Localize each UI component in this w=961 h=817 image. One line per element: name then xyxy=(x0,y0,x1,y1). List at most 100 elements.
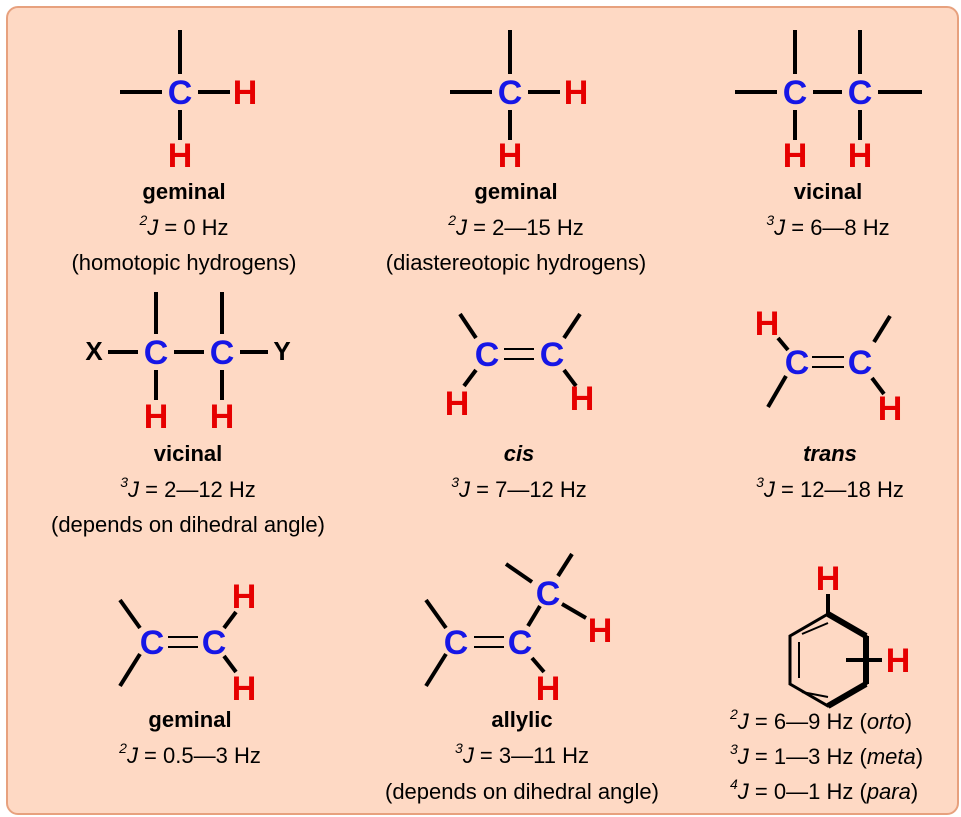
y-substituent: Y xyxy=(273,336,290,366)
coupling-constant: 2J = 0 Hz xyxy=(138,212,228,240)
hydrogen-atom: H xyxy=(570,380,595,418)
coupling-constant: 3J = 7—12 Hz xyxy=(451,474,587,502)
coupling-constant: 2J = 2—15 Hz xyxy=(447,212,584,240)
x-substituent: X xyxy=(85,336,103,366)
bond xyxy=(870,376,886,396)
bond xyxy=(526,604,542,628)
hydrogen-atom: H xyxy=(232,670,257,708)
hydrogen-atom: H xyxy=(848,137,873,175)
bond xyxy=(424,652,448,688)
structure-vicinal-xy: X Y C C H H xyxy=(85,292,291,436)
coupling-constant: 3J = 3—11 Hz xyxy=(455,740,589,768)
carbon-atom: C xyxy=(168,74,193,112)
bond xyxy=(118,652,142,688)
bond xyxy=(222,654,238,674)
coupling-note: (depends on dihedral angle) xyxy=(385,779,659,804)
hydrogen-atom: H xyxy=(232,578,257,616)
carbon-atom: C xyxy=(540,336,565,374)
carbon-atom: C xyxy=(210,334,235,372)
carbon-atom: C xyxy=(848,74,873,112)
bond xyxy=(562,312,582,340)
hydrogen-atom: H xyxy=(536,670,561,708)
hydrogen-atom: H xyxy=(878,390,903,428)
hydrogen-atom: H xyxy=(588,612,613,650)
coupling-type: trans xyxy=(803,441,857,466)
coupling-constant-meta: 3J = 1—3 Hz (meta) xyxy=(730,741,923,769)
hydrogen-atom: H xyxy=(445,385,470,423)
hydrogen-atom: H xyxy=(144,398,169,436)
coupling-type: vicinal xyxy=(794,179,862,204)
hydrogen-atom: H xyxy=(816,560,841,598)
structure-benzene: H H xyxy=(788,560,911,709)
coupling-constant: 2J = 0.5—3 Hz xyxy=(118,740,261,768)
coupling-constants-diagram: C H H C H H C C H H X Y C C xyxy=(51,30,923,804)
coupling-note: (diastereotopic hydrogens) xyxy=(386,250,646,275)
structure-trans-alkene: H C C H xyxy=(755,305,903,428)
carbon-atom: C xyxy=(140,624,165,662)
coupling-constant: 3J = 6—8 Hz xyxy=(766,212,889,240)
coupling-note: (depends on dihedral angle) xyxy=(51,512,325,537)
bond xyxy=(222,610,238,630)
carbon-atom: C xyxy=(498,74,523,112)
hydrogen-atom: H xyxy=(210,398,235,436)
bond xyxy=(556,552,574,578)
hydrogen-atom: H xyxy=(755,305,780,343)
structure-cis-alkene: C C H H xyxy=(445,312,595,423)
label-entry-4: vicinal 3J = 2—12 Hz (depends on dihedra… xyxy=(51,441,325,537)
label-entry-3: vicinal 3J = 6—8 Hz xyxy=(766,179,889,240)
label-entry-8: allylic 3J = 3—11 Hz (depends on dihedra… xyxy=(385,707,659,804)
hydrogen-atom: H xyxy=(233,74,258,112)
label-entry-1: geminal 2J = 0 Hz (homotopic hydrogens) xyxy=(71,179,296,275)
coupling-type: geminal xyxy=(148,707,231,732)
coupling-constant: 3J = 2—12 Hz xyxy=(120,474,256,502)
coupling-type: cis xyxy=(504,441,535,466)
bond xyxy=(776,336,790,352)
structure-allylic: C C C H H xyxy=(424,552,613,708)
label-entry-2: geminal 2J = 2—15 Hz (diastereotopic hyd… xyxy=(386,179,646,275)
hydrogen-atom: H xyxy=(498,137,523,175)
carbon-atom: C xyxy=(202,624,227,662)
aromatic-bond xyxy=(801,622,829,635)
hydrogen-atom: H xyxy=(783,137,808,175)
hydrogen-atom: H xyxy=(168,137,193,175)
label-entry-7: geminal 2J = 0.5—3 Hz xyxy=(118,707,261,768)
carbon-atom: C xyxy=(144,334,169,372)
bond xyxy=(424,598,448,630)
coupling-constant-orto: 2J = 6—9 Hz (orto) xyxy=(729,706,912,734)
structure-geminal-alkene: C C H H xyxy=(118,578,257,708)
carbon-atom: C xyxy=(848,344,873,382)
label-entry-6: trans 3J = 12—18 Hz xyxy=(756,441,904,502)
label-entry-5: cis 3J = 7—12 Hz xyxy=(451,441,587,502)
coupling-type: allylic xyxy=(491,707,552,732)
bond xyxy=(560,602,588,620)
bond xyxy=(504,562,534,584)
coupling-constant-para: 4J = 0—1 Hz (para) xyxy=(730,776,918,804)
bond xyxy=(462,368,478,388)
structure-geminal-diastereotopic: C H H xyxy=(450,30,588,175)
coupling-type: vicinal xyxy=(154,441,222,466)
carbon-atom: C xyxy=(783,74,808,112)
carbon-atom: C xyxy=(508,624,533,662)
bond xyxy=(826,611,868,639)
carbon-atom: C xyxy=(475,336,500,374)
bond xyxy=(562,368,578,388)
diagram-panel: C H H C H H C C H H X Y C C xyxy=(6,6,959,815)
structure-geminal-homotopic: C H H xyxy=(120,30,257,175)
aromatic-bond xyxy=(801,691,829,698)
coupling-type: geminal xyxy=(474,179,557,204)
carbon-atom: C xyxy=(536,575,561,613)
label-aromatic: 2J = 6—9 Hz (orto) 3J = 1—3 Hz (meta) 4J… xyxy=(729,706,923,804)
hydrogen-atom: H xyxy=(886,642,911,680)
bond xyxy=(530,656,546,674)
bond xyxy=(118,598,142,630)
bond xyxy=(826,681,868,709)
bond xyxy=(458,312,478,340)
bond xyxy=(872,314,892,344)
structure-vicinal-ethane: C C H H xyxy=(735,30,922,175)
coupling-constant: 3J = 12—18 Hz xyxy=(756,474,904,502)
coupling-note: (homotopic hydrogens) xyxy=(71,250,296,275)
bond xyxy=(766,374,788,409)
carbon-atom: C xyxy=(444,624,469,662)
coupling-type: geminal xyxy=(142,179,225,204)
hydrogen-atom: H xyxy=(564,74,589,112)
